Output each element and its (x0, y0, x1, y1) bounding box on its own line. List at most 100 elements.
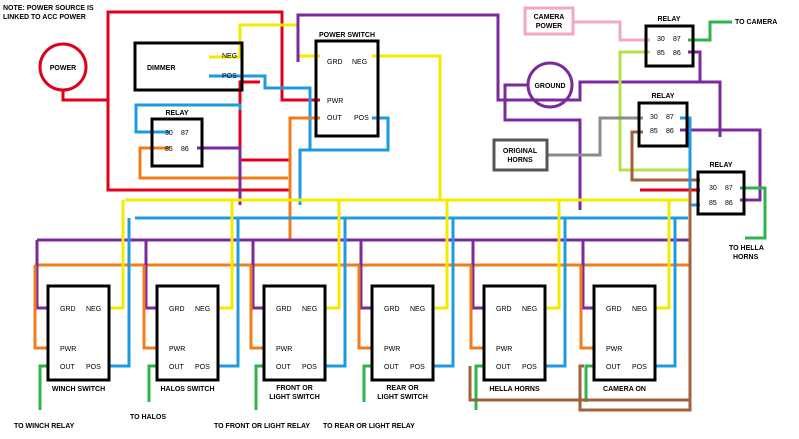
camera-power-line2: POWER (536, 23, 562, 30)
switch-rear-pin-grd: GRD (384, 306, 400, 313)
relay-hella-box (696, 170, 746, 216)
relay-left-30: 30 (165, 130, 173, 137)
relay-hella-87: 87 (725, 185, 733, 192)
hella-out-wire (740, 186, 767, 240)
original-horns-box (492, 138, 549, 172)
switch-pos-drop-1 (214, 218, 240, 368)
switch-winch-pin-out: OUT (60, 364, 76, 371)
switch-hella-pin-pos: POS (522, 364, 537, 371)
switch-rear-label-line2: LIGHT SWITCH (377, 394, 428, 401)
relay-horns-30: 30 (650, 114, 658, 121)
label-to-hella-line2: HORNS (733, 254, 759, 261)
ground-bus-mid-wire (503, 83, 582, 210)
switch-hella-pin-grd: GRD (496, 306, 512, 313)
switch-winch-label: WINCH SWITCH (52, 386, 105, 393)
power-switch-neg-wire (372, 54, 442, 200)
relay-camera-30: 30 (657, 36, 665, 43)
switch-neg-drop-5 (651, 200, 671, 310)
original-horns-line2: HORNS (507, 157, 533, 164)
relay-hella-30: 30 (709, 185, 717, 192)
switch-box-rear (370, 284, 435, 382)
original-horns-line1: ORIGINAL (503, 148, 538, 155)
switch-box-hella (482, 284, 547, 382)
dimmer-title: DIMMER (147, 65, 175, 72)
switch-front-label: FRONT OR (276, 385, 313, 392)
switch-pos-drop-3 (429, 218, 455, 368)
hella-horns-out-wire (468, 366, 690, 402)
wire-layer (33, 10, 767, 412)
switch-halos-pin-pos: POS (195, 364, 210, 371)
note-line2: LINKED TO ACC POWER (3, 14, 86, 21)
switch-camera-pin-out: OUT (606, 364, 622, 371)
relay-camera-86: 86 (673, 50, 681, 57)
dimmer-neg-wire (209, 23, 320, 59)
relay-left-85: 85 (165, 146, 173, 153)
dimmer-pos: POS (222, 73, 237, 80)
switch-halos-pin-out: OUT (169, 364, 185, 371)
switch-rear-label: REAR OR (386, 385, 418, 392)
switch-hella-label: HELLA HORNS (489, 386, 540, 393)
switch-neg-drop-1 (214, 200, 234, 310)
relay-left-86-wire (197, 146, 242, 205)
dimmer-pos-wire (209, 74, 312, 150)
switch-front-pin-grd: GRD (276, 306, 292, 313)
relay-horns-87: 87 (666, 114, 674, 121)
camera-power-box (523, 6, 575, 36)
switch-camera-pin-pwr: PWR (606, 346, 622, 353)
switch-neg-drop-4 (541, 200, 561, 310)
switch-camera-pin-neg: NEG (632, 306, 647, 313)
switch-camera-label: CAMERA ON (603, 386, 646, 393)
switch-winch-pin-grd: GRD (60, 306, 76, 313)
note-line1: NOTE: POWER SOURCE IS (3, 5, 94, 12)
switch-hella-pin-pwr: PWR (496, 346, 512, 353)
switch-pos-drop-4 (541, 218, 567, 368)
switch-box-halos (155, 284, 220, 382)
switch-neg-drop-0 (105, 200, 125, 310)
power-switch-neg: NEG (352, 59, 367, 66)
power-switch-pwr: PWR (327, 98, 343, 105)
relay-horns-85: 85 (650, 128, 658, 135)
switch-winch-pin-pos: POS (86, 364, 101, 371)
switch-halos-pin-pwr: PWR (169, 346, 185, 353)
relay-horns-box (637, 101, 689, 148)
power-node (38, 42, 88, 92)
power-switch-pos: POS (354, 115, 369, 122)
switch-front-pin-pos: POS (302, 364, 317, 371)
switch-boxes: GRD NEG PWR OUT POS WINCH SWITCH GRD NEG PWR OUT P… (46, 284, 657, 401)
camera-on-out-wire (578, 188, 692, 412)
switch-halos-pin-grd: GRD (169, 306, 185, 313)
switch-winch-pin-pwr: PWR (60, 346, 76, 353)
relay-camera-title: RELAY (657, 16, 680, 23)
relay-left-box (150, 117, 204, 168)
camera-out-wire (688, 20, 732, 42)
switch-halos-pin-neg: NEG (195, 306, 210, 313)
switch-front-pin-pwr: PWR (276, 346, 292, 353)
label-to-hella-line1: TO HELLA (729, 245, 764, 252)
ground-bus-top-wire (296, 13, 722, 137)
relay-hella-title: RELAY (709, 162, 732, 169)
relay-left-85-wire (138, 146, 288, 180)
label-to-front: TO FRONT OR LIGHT RELAY (214, 423, 310, 430)
power-switch-grd: GRD (327, 59, 343, 66)
relay-camera-box (644, 24, 695, 68)
power-switch-feed-wire (106, 10, 320, 102)
switch-camera-pin-pos: POS (632, 364, 647, 371)
power-switch-pos-wire (298, 116, 390, 205)
label-to-halos: TO HALOS (130, 414, 166, 421)
switch-pos-drop-0 (105, 218, 131, 368)
original-horns-wire (547, 116, 643, 157)
switch-box-camera (592, 284, 657, 382)
relay-horns-86: 86 (666, 128, 674, 135)
horns-relay-86-wire (680, 128, 762, 202)
ground-label: GROUND (534, 83, 565, 90)
switch-neg-drop-2 (321, 200, 341, 310)
label-to-rear: TO REAR OR LIGHT RELAY (323, 423, 415, 430)
label-to-camera: TO CAMERA (735, 19, 777, 26)
switch-rear-pin-out: OUT (384, 364, 400, 371)
relay-left-title: RELAY (165, 110, 188, 117)
switch-rear-pin-pwr: PWR (384, 346, 400, 353)
relay-left-86: 86 (181, 146, 189, 153)
dimmer-box (133, 41, 244, 92)
switch-camera-pin-grd: GRD (606, 306, 622, 313)
